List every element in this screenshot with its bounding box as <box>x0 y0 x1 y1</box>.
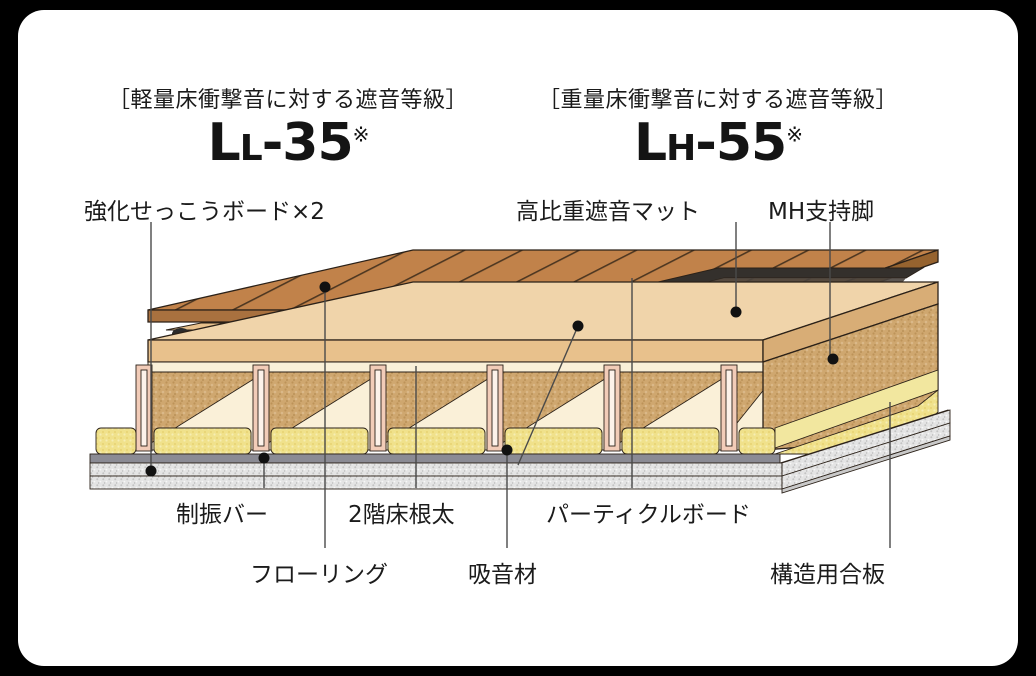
label-second-floor-joist: 2階床根太 <box>348 502 455 528</box>
joist <box>252 364 270 452</box>
label-flooring: フローリング <box>250 562 388 588</box>
joist <box>603 364 621 452</box>
label-particle-board: パーティクルボード <box>546 502 751 528</box>
joist <box>720 364 738 452</box>
leader-dot-gypsum <box>145 465 157 477</box>
grade-letter: L <box>634 113 667 173</box>
grade-subscript: H <box>666 128 696 169</box>
floor-construction-diagram <box>89 222 951 548</box>
heading-light-impact: ［軽量床衝撃音に対する遮音等級］ LL-35※ <box>78 82 498 171</box>
label-reinforced-gypsum-board: 強化せっこうボード×2 <box>84 199 325 225</box>
joist-bays <box>147 371 779 446</box>
joist <box>369 364 387 452</box>
leader-dot-flooring <box>319 281 331 293</box>
label-structural-plywood: 構造用合板 <box>770 562 885 588</box>
label-high-density-soundproof-mat: 高比重遮音マット <box>516 199 700 225</box>
grade-asterisk: ※ <box>786 122 803 147</box>
leader-dot-mh-leg <box>827 353 839 365</box>
label-vibration-damping-bar: 制振バー <box>176 502 268 528</box>
heading-light-impact-grade: LL-35※ <box>78 116 498 171</box>
leader-dot-particle-board-2 <box>572 320 584 332</box>
grade-asterisk: ※ <box>352 122 370 147</box>
layer-particle-board <box>147 281 939 365</box>
leader-dot-insulation <box>501 444 513 456</box>
diagram-card: ［軽量床衝撃音に対する遮音等級］ LL-35※ ［重量床衝撃音に対する遮音等級］… <box>18 10 1018 666</box>
leader-dot-damping-bar <box>258 452 270 464</box>
grade-letter: L <box>207 113 241 173</box>
joist <box>135 364 153 452</box>
grade-subscript: L <box>239 128 263 169</box>
heading-heavy-impact-grade: LH-55※ <box>508 116 928 171</box>
grade-value: -35 <box>261 113 354 173</box>
leader-dot-mat <box>730 306 742 318</box>
leader-lines <box>145 222 891 548</box>
joist <box>486 364 504 452</box>
label-mh-support-leg: MH支持脚 <box>768 199 875 225</box>
layer-reinforced-gypsum-board <box>89 409 951 494</box>
label-sound-absorbing-material: 吸音材 <box>468 562 537 588</box>
grade-value: -55 <box>695 113 787 173</box>
heading-heavy-impact: ［重量床衝撃音に対する遮音等級］ LH-55※ <box>508 82 928 171</box>
heading-heavy-impact-bracket: ［重量床衝撃音に対する遮音等級］ <box>537 88 898 113</box>
heading-light-impact-bracket: ［軽量床衝撃音に対する遮音等級］ <box>107 88 468 113</box>
floor-joists <box>135 364 738 452</box>
